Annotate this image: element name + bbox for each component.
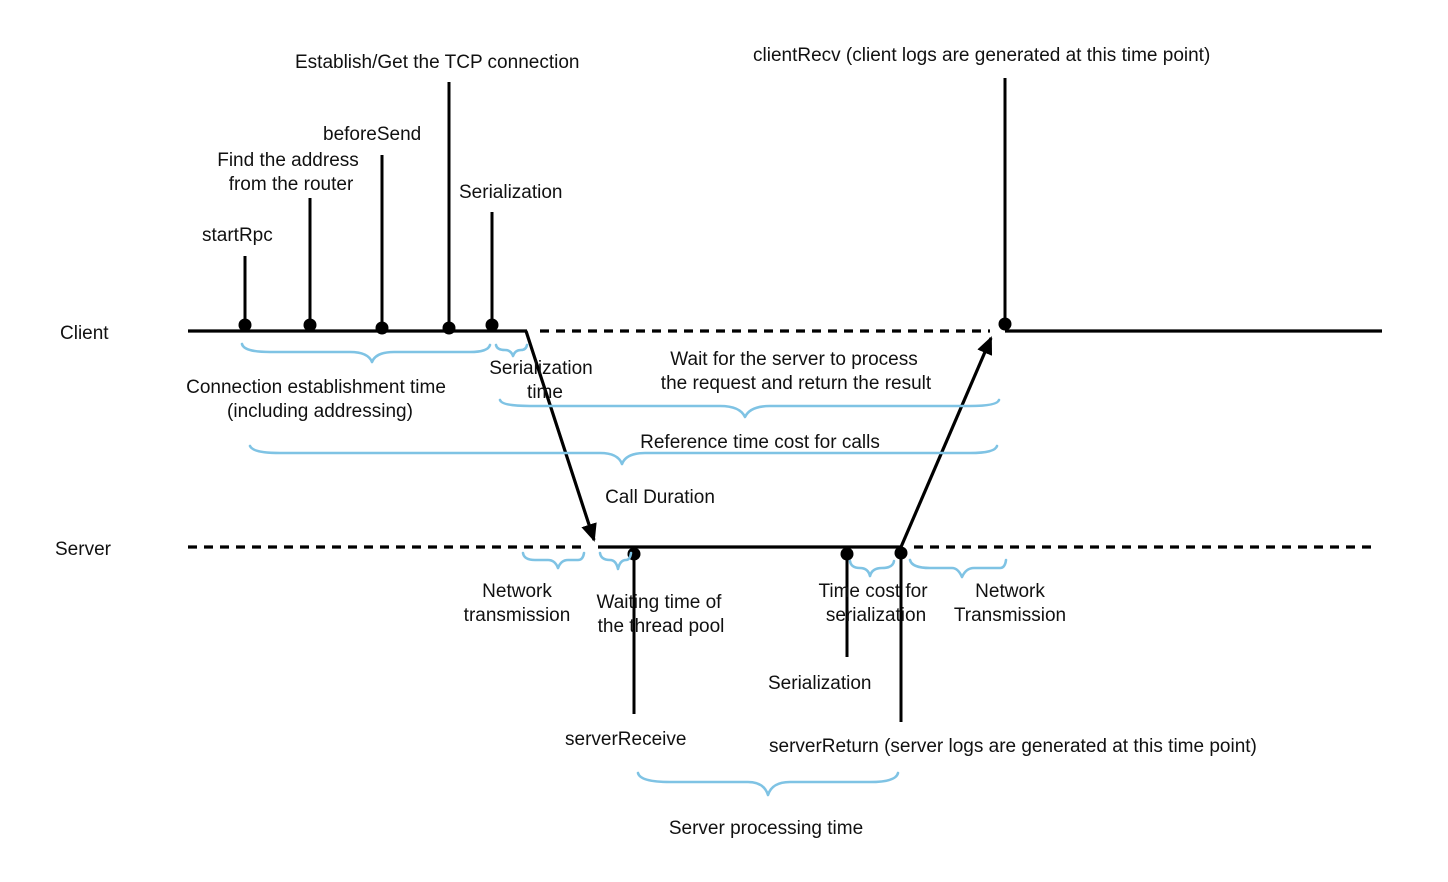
wait-server-label-2: the request and return the result bbox=[661, 373, 932, 394]
network-out-label-1: Network bbox=[975, 581, 1045, 602]
server-serialization-label: Serialization bbox=[768, 673, 872, 694]
network-in-label-1: Network bbox=[482, 581, 552, 602]
before-send-label: beforeSend bbox=[323, 124, 421, 145]
server-processing-brace bbox=[636, 771, 900, 797]
server-serialization-dot bbox=[840, 547, 854, 561]
client-recv-label: clientRecv (client logs are generated at… bbox=[753, 45, 1210, 66]
network-out-label-2: Transmission bbox=[954, 605, 1066, 626]
serialization-time-label-1: Serialization bbox=[489, 358, 593, 379]
serialization-cost-label-1: Time cost for bbox=[818, 581, 928, 602]
find-address-label-2: from the router bbox=[229, 174, 354, 195]
before-send-dot bbox=[375, 321, 389, 335]
find-address-dot bbox=[303, 318, 317, 332]
establish-tcp-dot bbox=[442, 321, 456, 335]
request-arrow bbox=[524, 330, 597, 542]
serialization-label: Serialization bbox=[459, 182, 563, 203]
serialization-dot bbox=[485, 318, 499, 332]
start-rpc-dot bbox=[238, 318, 252, 332]
server-return-dot bbox=[894, 546, 908, 560]
response-arrow bbox=[899, 336, 993, 548]
find-address-label-1: Find the address bbox=[217, 150, 359, 171]
thread-pool-brace bbox=[598, 551, 633, 571]
connection-time-label-1: Connection establishment time bbox=[186, 377, 446, 398]
wait-server-brace bbox=[498, 398, 1001, 419]
serialization-cost-label-2: serialization bbox=[826, 605, 926, 626]
reference-cost-brace bbox=[248, 444, 999, 466]
network-in-brace bbox=[521, 551, 586, 570]
serialization-time-brace bbox=[494, 343, 529, 358]
server-lane-label: Server bbox=[55, 539, 112, 560]
server-processing-label: Server processing time bbox=[669, 818, 863, 839]
server-receive-label: serverReceive bbox=[565, 729, 686, 750]
network-in-label-2: transmission bbox=[464, 605, 571, 626]
connection-time-label-2: (including addressing) bbox=[227, 401, 413, 422]
establish-tcp-label: Establish/Get the TCP connection bbox=[295, 52, 579, 73]
serialization-time-label-2: time bbox=[527, 382, 563, 403]
network-out-brace bbox=[908, 558, 1008, 579]
call-duration-label: Call Duration bbox=[605, 487, 715, 508]
client-lane-label: Client bbox=[60, 323, 109, 344]
server-return-label: serverReturn (server logs are generated … bbox=[769, 736, 1257, 757]
client-recv-dot bbox=[998, 317, 1012, 331]
start-rpc-label: startRpc bbox=[202, 225, 273, 246]
serialization-cost-brace bbox=[848, 559, 896, 578]
wait-server-label-1: Wait for the server to process bbox=[670, 349, 917, 370]
connection-time-brace bbox=[240, 342, 492, 364]
thread-pool-label-2: the thread pool bbox=[598, 616, 725, 637]
reference-cost-label: Reference time cost for calls bbox=[640, 432, 880, 453]
thread-pool-label-1: Waiting time of bbox=[597, 592, 723, 613]
